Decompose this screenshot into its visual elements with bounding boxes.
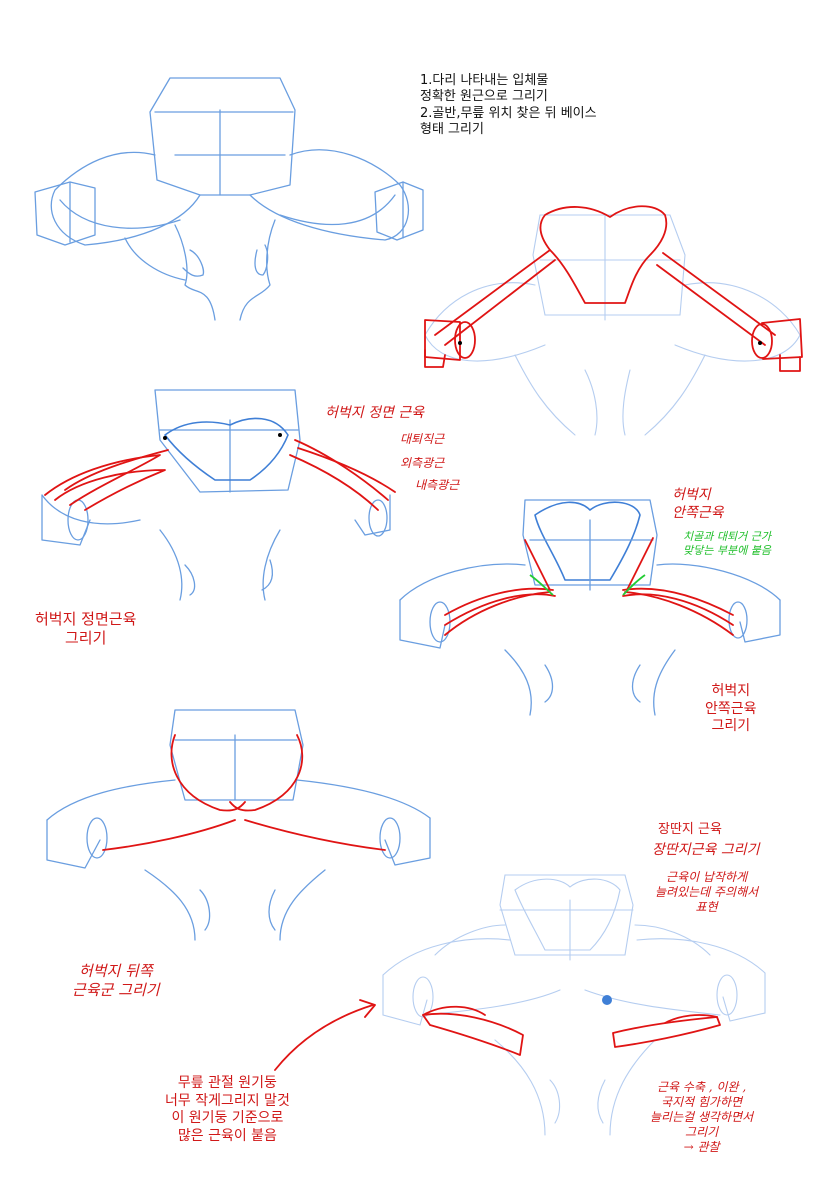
knee-caption: 무릎 관절 원기둥 너무 작게그리지 말것 이 원기둥 기준으로 많은 근육이 … [165, 1075, 290, 1144]
calf-hand-note: 근육이 납작하게 늘려있는데 주의해서 표현 [655, 870, 759, 914]
calf-print-note: 장딴지 근육 [658, 822, 722, 837]
thigh-inner-hand: 허벅지 안쪽근육 [672, 487, 724, 521]
thigh-front-hand-1: 대퇴직근 [400, 432, 445, 446]
calf-hand-title: 장딴지근육 그리기 [652, 842, 760, 858]
thigh-front-hand-title: 허벅지 정면 근육 [325, 405, 425, 421]
thigh-inner-green-note: 치골과 대퇴거 근가 맞닿는 부분에 붙음 [683, 530, 771, 557]
bottom-hand-note: 근육 수축 , 이완 , 국지적 힘가하면 늘리는걸 생각하면서 그리기 → 관… [650, 1080, 754, 1154]
sketch-3-thigh-front [41, 389, 396, 601]
sketch-5-thigh-back [46, 709, 431, 941]
thigh-front-hand-3: 내측광근 [415, 478, 460, 492]
thigh-back-hand: 허벅지 뒤쪽 근육군 그리기 [72, 962, 160, 999]
knee-pointer-arrow-icon [274, 999, 376, 1071]
sketch-6-calf [382, 874, 766, 1136]
steps-note: 1.다리 나타내는 입체물 정확한 원근으로 그리기 2.골반,무릎 위치 찾은… [420, 73, 597, 137]
sketch-2-pelvis [424, 205, 803, 436]
joint-marker-icon [602, 995, 612, 1005]
sketch-1-blue-base [34, 77, 424, 321]
sketch-4-thigh-inner [399, 499, 781, 716]
thigh-front-hand-2: 외측광근 [400, 456, 445, 470]
thigh-inner-caption: 허벅지 안쪽근육 그리기 [705, 683, 757, 734]
thigh-front-caption: 허벅지 정면근육 그리기 [35, 610, 137, 647]
